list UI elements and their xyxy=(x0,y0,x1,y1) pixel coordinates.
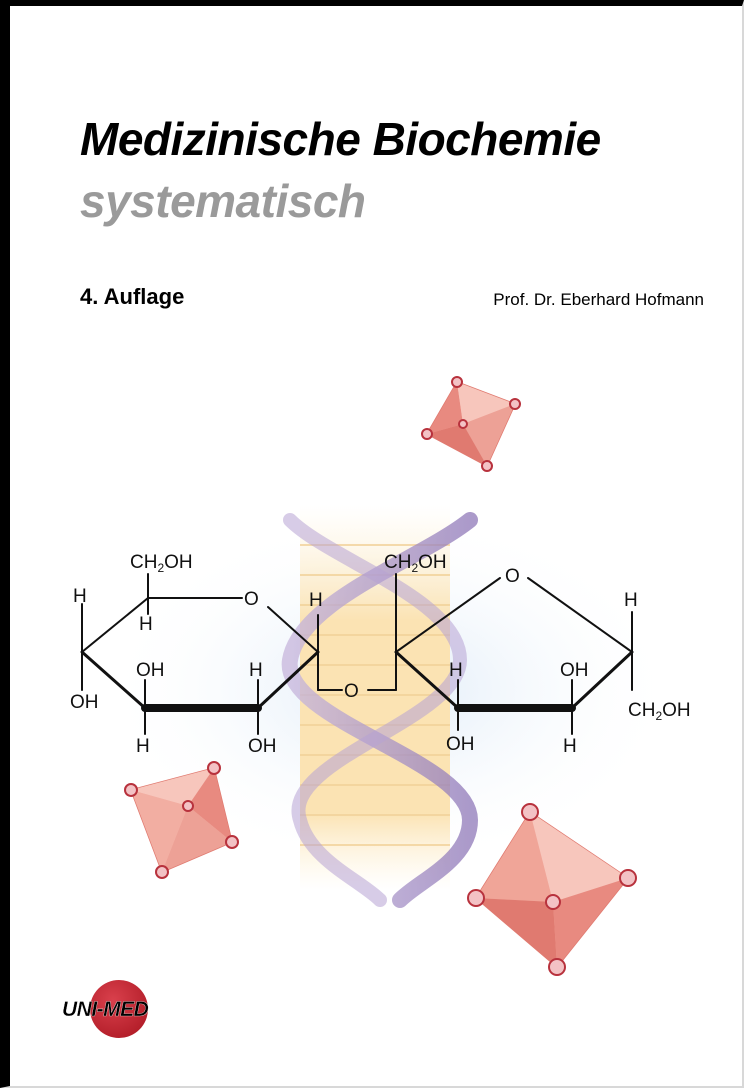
crystal-top xyxy=(421,376,521,472)
left-ring-oxygen: O xyxy=(244,589,259,610)
logo-circle-icon xyxy=(90,980,148,1038)
right-h-bottom: H xyxy=(563,736,577,757)
left-h-top-left: H xyxy=(73,586,87,607)
right-ring-oxygen: O xyxy=(505,566,520,587)
bridge-oxygen: O xyxy=(344,681,359,702)
book-subtitle: systematisch xyxy=(80,175,366,227)
left-h-top: H xyxy=(139,614,153,635)
publisher-logo: UNI-MED xyxy=(62,978,182,1042)
left-oh-mid: OH xyxy=(136,660,165,681)
crystal-left xyxy=(124,761,239,879)
molecule-labels: CH2OH O H H OH H OH H OH H O CH2OH O H H… xyxy=(70,552,691,757)
left-oh-left: OH xyxy=(70,692,99,713)
left-oh-bottom: OH xyxy=(248,736,277,757)
left-ch2oh-label: CH2OH xyxy=(130,552,193,575)
right-h-left: H xyxy=(449,660,463,681)
left-h-bottom: H xyxy=(136,736,150,757)
right-ch2oh-top: CH2OH xyxy=(384,552,447,575)
right-oh-mid: OH xyxy=(560,660,589,681)
publisher-logo-text: UNI-MED xyxy=(62,998,149,1021)
left-h-right: H xyxy=(249,660,263,681)
bridge-h: H xyxy=(309,590,323,611)
molecule-bonds xyxy=(80,573,634,735)
right-oh-bottom: OH xyxy=(446,734,475,755)
book-title: Medizinische Biochemie xyxy=(80,113,601,165)
author-name: Prof. Dr. Eberhard Hofmann xyxy=(493,290,704,309)
right-ch2oh-right: CH2OH xyxy=(628,700,691,723)
crystal-bottom-right xyxy=(467,803,637,976)
right-h-top: H xyxy=(624,590,638,611)
dna-helix xyxy=(281,512,479,908)
edition-label: 4. Auflage xyxy=(80,284,185,309)
